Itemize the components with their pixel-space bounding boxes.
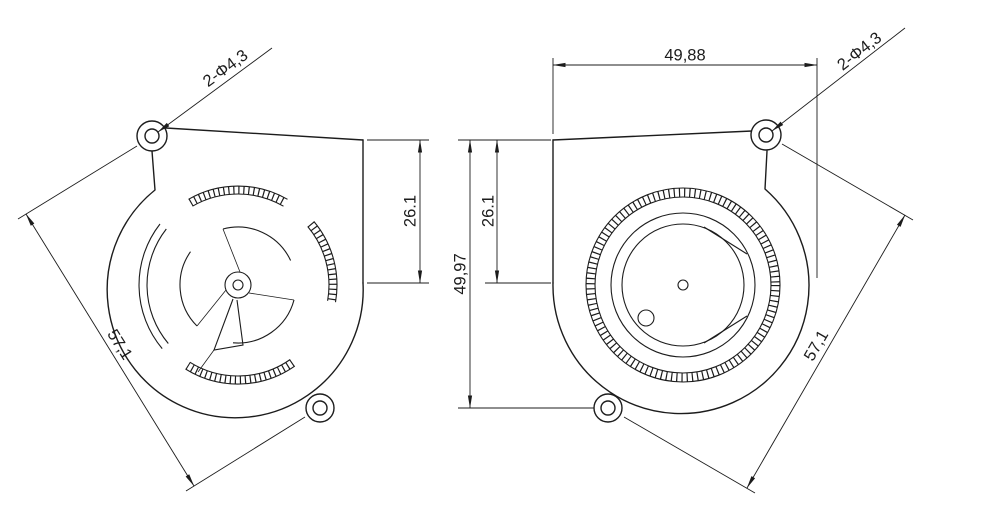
leader-line [771,27,906,132]
dim-right-overall-height: 49,97 [451,139,594,409]
dim-label-right-inlet-center: 26.1 [479,195,497,227]
dim-label-right-mount-diagonal: 57,1 [801,327,833,364]
left-bottom-mounting-hole [312,400,328,416]
inlet-bore [610,212,756,358]
blade-bottom-serration [185,359,295,384]
dim-label-right-hole-note: 2-Φ4,3 [834,29,885,74]
dim-right-mount-diagonal: 57,1 [623,143,914,494]
impeller-rim-through-inlet [621,223,745,347]
right-view [552,119,810,423]
blade-right-inner-edge [307,226,330,301]
impeller-inner-arc-1 [222,226,292,261]
left-view [106,120,364,423]
blade-root-line-3 [196,289,227,327]
hub-key-wedge [213,298,244,351]
right-bottom-mounting-hole [600,400,616,416]
dim-left-outlet-height: 26.1 [367,139,429,284]
left-housing-top-edge [165,127,364,141]
balance-hole [637,309,655,327]
dimension-line [25,213,195,487]
blade-top-outer-edge [188,185,288,200]
dimension-line [746,214,906,489]
extension-line [781,143,914,221]
right-housing-top-edge [552,130,753,141]
impeller-inner-arc-3 [179,251,198,327]
left-impeller [138,185,338,385]
blade-left-inner-edge [146,228,169,344]
blade-edge-chord-top [703,226,748,255]
leader-line [157,47,273,133]
dim-label-left-mount-diagonal: 57,1 [103,326,135,363]
blade-top-inner-edge [192,193,284,207]
right-inlet [585,187,781,383]
extension-line [623,416,756,494]
right-top-mounting-hole [758,127,774,143]
left-housing-outline [106,127,364,419]
blade-root-line-2 [248,292,295,301]
dim-right-overall-width: 49,88 [552,46,818,278]
inlet-ring-outer [585,187,781,383]
impeller-shaft [232,279,244,291]
blade-bottom-outer-edge [185,365,296,385]
dim-label-right-overall-width: 49,88 [664,46,705,64]
dim-left-hole-note: 2-Φ4,3 [157,46,273,133]
dimensions: 2-Φ4,3 26.1 57,1 49,88 49,97 [17,27,914,494]
blade-root-line-1 [222,228,241,273]
inlet-ring-serration [586,188,780,382]
shaft-center [677,279,689,291]
dim-right-inlet-center: 26.1 [479,139,551,284]
dim-left-mount-diagonal: 57,1 [17,145,306,492]
left-top-mounting-hole [144,128,160,144]
extension-line [17,145,138,220]
hub-key-line [197,349,215,373]
dim-label-right-overall-height: 49,97 [451,253,469,294]
inlet-ring-inner [594,196,772,374]
extension-line [185,416,306,492]
blade-right-outer-edge [313,221,338,303]
blade-edge-chord-bottom [703,315,748,344]
dim-label-left-outlet-height: 26.1 [401,195,419,227]
dim-right-hole-note: 2-Φ4,3 [771,27,906,132]
impeller-hub [224,271,252,299]
